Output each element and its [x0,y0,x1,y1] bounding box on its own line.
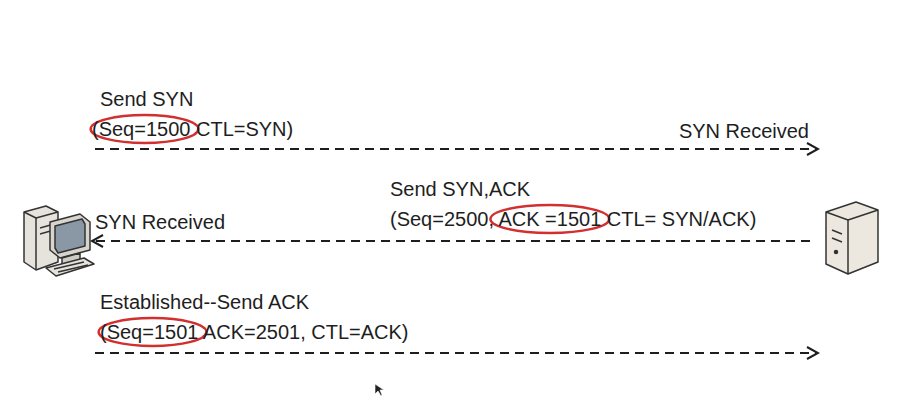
state-label: SYN Received [679,119,809,143]
message-label: (Seq=1500 CTL=SYN) [92,117,293,141]
message-label: Send SYN,ACK [390,177,530,201]
message-label: (Seq=2500, ACK =1501 CTL= SYN/ACK) [390,207,756,231]
message-label: (Seq=1501 ACK=2501, CTL=ACK) [100,320,409,344]
dashed-arrow [92,240,810,242]
mouse-cursor [375,384,384,396]
message-label: Send SYN [100,87,193,111]
dashed-arrow [95,352,818,354]
dashed-arrow [95,148,818,150]
server-icon [826,202,878,274]
message-label: Established--Send ACK [100,290,309,314]
state-label: SYN Received [95,210,225,234]
client-computer-icon [24,206,94,276]
